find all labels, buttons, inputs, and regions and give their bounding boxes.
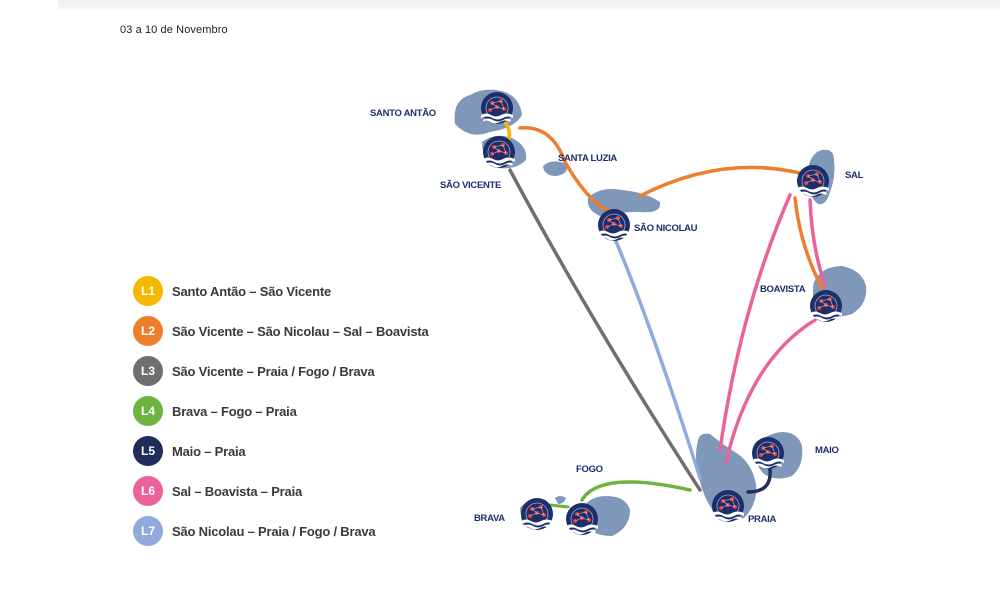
date-range: 03 a 10 de Novembro	[120, 24, 228, 36]
route-legend: L1 Santo Antão – São Vicente L2 São Vice…	[133, 276, 429, 556]
label-brava: BRAVA	[474, 513, 505, 524]
route-label: São Vicente – São Nicolau – Sal – Boavis…	[172, 323, 429, 339]
route-l6-a	[718, 193, 792, 452]
label-praia: PRAIA	[748, 514, 776, 525]
port-brava-icon	[520, 497, 554, 531]
route-l6-c	[724, 318, 817, 464]
legend-item: L7 São Nicolau – Praia / Fogo / Brava	[133, 516, 429, 546]
label-boavista: BOAVISTA	[760, 284, 806, 295]
route-l2-b	[638, 165, 820, 198]
route-badge: L5	[133, 436, 163, 466]
legend-item: L1 Santo Antão – São Vicente	[133, 276, 429, 306]
route-badge: L3	[133, 356, 163, 386]
label-santo-antao: SANTO ANTÃO	[370, 108, 436, 119]
route-l2-c	[793, 196, 824, 290]
port-sal-icon	[796, 164, 830, 198]
route-l4	[580, 480, 692, 502]
route-l2-a	[518, 126, 614, 214]
route-l4-brava	[548, 503, 570, 509]
legend-item: L3 São Vicente – Praia / Fogo / Brava	[133, 356, 429, 386]
legend-item: L5 Maio – Praia	[133, 436, 429, 466]
legend-item: L2 São Vicente – São Nicolau – Sal – Boa…	[133, 316, 429, 346]
route-label: Santo Antão – São Vicente	[172, 283, 331, 299]
route-label: São Vicente – Praia / Fogo / Brava	[172, 363, 375, 379]
route-label: Sal – Boavista – Praia	[172, 483, 303, 499]
label-sao-vicente: SÃO VICENTE	[440, 180, 501, 191]
label-fogo: FOGO	[576, 464, 603, 475]
label-sal: SAL	[845, 170, 864, 181]
label-santa-luzia: SANTA LUZIA	[558, 153, 617, 164]
port-boavista-icon	[809, 289, 843, 323]
route-badge: L6	[133, 476, 163, 506]
route-l6-b	[808, 198, 827, 287]
port-fogo-icon	[565, 502, 599, 536]
route-l5	[746, 468, 772, 494]
islet-brava	[555, 496, 566, 504]
top-bar	[58, 0, 1000, 10]
route-badge: L4	[133, 396, 163, 426]
legend-item: L4 Brava – Fogo – Praia	[133, 396, 429, 426]
port-maio-icon	[751, 436, 785, 470]
port-sao-nicolau-icon	[597, 208, 631, 242]
route-badge: L7	[133, 516, 163, 546]
route-label: Brava – Fogo – Praia	[172, 403, 297, 419]
island-santa-luzia	[543, 161, 567, 176]
route-l7	[610, 230, 702, 480]
route-badge: L1	[133, 276, 163, 306]
port-sao-vicente-icon	[482, 135, 516, 169]
route-label: Maio – Praia	[172, 443, 246, 459]
route-label: São Nicolau – Praia / Fogo / Brava	[172, 523, 376, 539]
route-l3	[508, 168, 702, 492]
port-praia-icon	[711, 489, 745, 523]
legend-item: L6 Sal – Boavista – Praia	[133, 476, 429, 506]
label-sao-nicolau: SÃO NICOLAU	[634, 223, 698, 234]
label-maio: MAIO	[815, 445, 839, 456]
port-santo-antao-icon	[480, 91, 514, 125]
route-badge: L2	[133, 316, 163, 346]
